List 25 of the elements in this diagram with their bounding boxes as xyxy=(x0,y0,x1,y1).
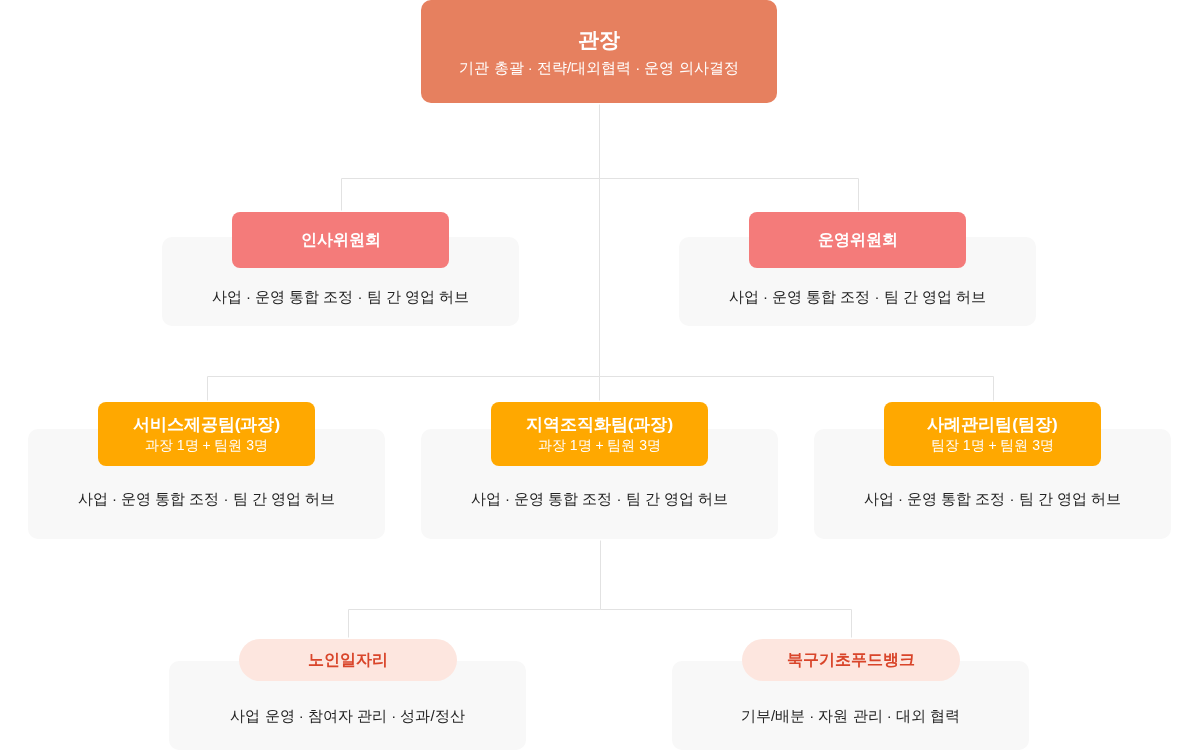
subtitle-text: 과장 1명 + 팀원 3명 xyxy=(144,435,269,455)
connector-line xyxy=(207,376,600,401)
title-text: 인사위원회 xyxy=(300,229,381,250)
description-text: 사업 · 운영 통합 조정 · 팀 간 영업 허브 xyxy=(470,489,729,509)
title-text: 서비스제공팀(과장) xyxy=(132,413,281,436)
subtitle-text: 팀장 1명 + 팀원 3명 xyxy=(930,435,1055,455)
subtitle-text: 기관 총괄 · 전략/대외협력 · 운영 의사결정 xyxy=(459,57,739,78)
subtitle-text: 과장 1명 + 팀원 3명 xyxy=(537,435,662,455)
description-text: 사업 운영 · 참여자 관리 · 성과/정산 xyxy=(230,705,465,726)
description-text: 사업 · 운영 통합 조정 · 팀 간 영업 허브 xyxy=(728,287,987,307)
description-text: 사업 · 운영 통합 조정 · 팀 간 영업 허브 xyxy=(211,287,470,307)
connector-line xyxy=(599,178,859,211)
connector-line xyxy=(600,609,852,638)
title-text: 사례관리팀(팀장) xyxy=(927,413,1058,436)
connector-line xyxy=(348,609,601,638)
description-text: 사업 · 운영 통합 조정 · 팀 간 영업 허브 xyxy=(77,489,336,509)
description-text: 사업 · 운영 통합 조정 · 팀 간 영업 허브 xyxy=(863,489,1122,509)
title-text: 운영위원회 xyxy=(817,229,898,250)
connector-line xyxy=(341,178,600,211)
title-text: 북구기초푸드뱅크 xyxy=(787,649,915,670)
title-text: 관장 xyxy=(578,26,620,53)
title-text: 노인일자리 xyxy=(308,649,388,670)
title-text: 지역조직화팀(과장) xyxy=(525,413,674,436)
description-text: 기부/배분 · 자원 관리 · 대외 협력 xyxy=(740,705,961,726)
connector-line xyxy=(599,376,994,401)
